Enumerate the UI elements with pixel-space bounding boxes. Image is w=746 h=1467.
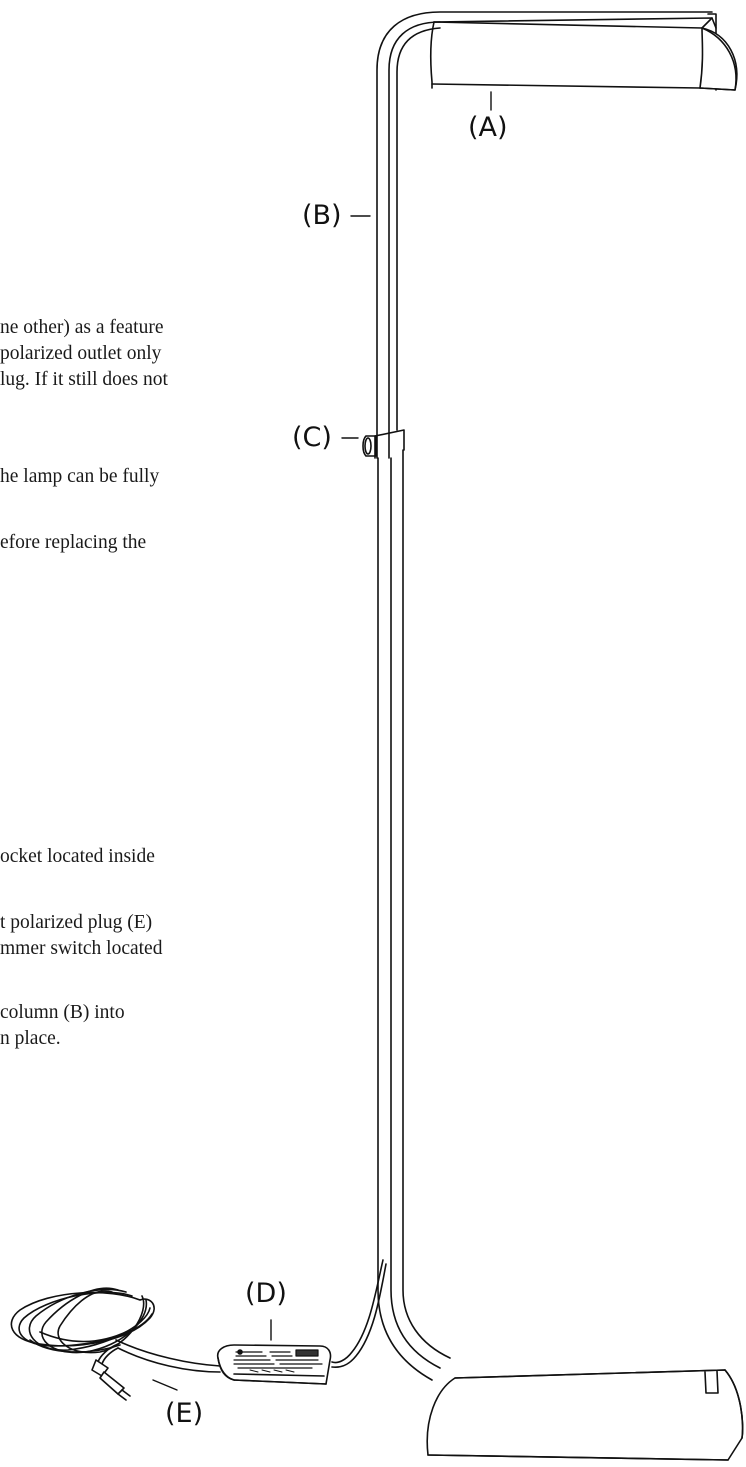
text-line: ocket located inside — [0, 846, 155, 867]
instruction-paragraph-4: ocket located inside — [0, 844, 155, 870]
lower-column — [374, 429, 451, 1381]
lamp-base — [426, 1369, 744, 1461]
callout-a-label: (A) — [468, 112, 508, 143]
instruction-paragraph-5: t polarized plug (E) mmer switch located — [0, 910, 162, 962]
text-line: t polarized plug (E) — [0, 912, 153, 933]
lamp-shade — [429, 13, 738, 91]
text-line: he lamp can be fully — [0, 466, 160, 487]
callout-leaders — [152, 91, 492, 1391]
upper-column — [376, 11, 713, 459]
instruction-paragraph-3: efore replacing the — [0, 530, 146, 556]
height-adjustment-knob — [362, 435, 377, 457]
power-cord — [331, 1263, 387, 1369]
instruction-paragraph-1: ne other) as a feature polarized outlet … — [0, 315, 168, 393]
coiled-power-cord — [10, 1287, 221, 1401]
text-line: mmer switch located — [0, 938, 163, 959]
callout-c-label: (C) — [292, 422, 332, 453]
text-line: efore replacing the — [0, 532, 147, 553]
text-line: polarized outlet only — [0, 343, 162, 364]
power-cord — [331, 1259, 384, 1364]
instruction-paragraph-2: he lamp can be fully — [0, 464, 159, 490]
text-line: ne other) as a feature — [0, 317, 164, 338]
text-line: column (B) into — [0, 1002, 125, 1023]
callout-e-label: (E) — [165, 1398, 204, 1429]
text-line: n place. — [0, 1028, 61, 1049]
callout-d-label: (D) — [245, 1278, 287, 1309]
callout-b-label: (B) — [302, 200, 342, 231]
text-line: lug. If it still does not — [0, 369, 168, 390]
dimmer-switch — [216, 1344, 332, 1385]
instruction-paragraph-6: column (B) into n place. — [0, 1000, 125, 1052]
